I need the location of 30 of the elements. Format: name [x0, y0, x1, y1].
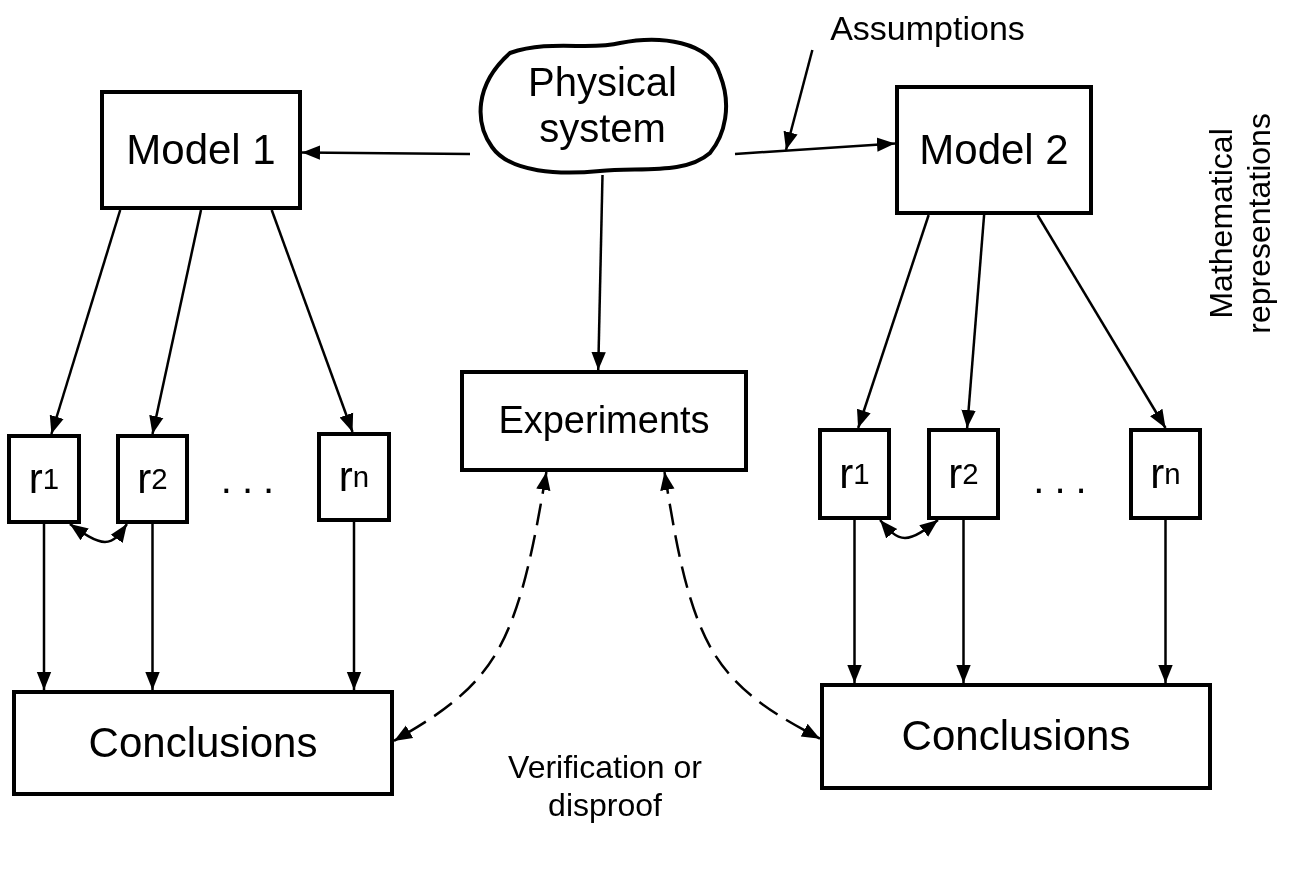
- arrow: [734, 137, 896, 156]
- arrow: [1036, 214, 1167, 429]
- dashed-arrow: [660, 471, 821, 740]
- side-label: Mathematical representations: [1201, 112, 1278, 336]
- dashed-arrow: [393, 471, 551, 742]
- arrow: [879, 519, 939, 540]
- arrow: [302, 145, 470, 160]
- arrow: [961, 214, 986, 429]
- arrow: [591, 174, 606, 371]
- arrow: [956, 520, 971, 683]
- arrow: [270, 209, 354, 433]
- process-box: Model 1: [100, 90, 302, 210]
- arrow: [49, 209, 122, 435]
- arrow: [36, 524, 52, 690]
- arrow: [1158, 520, 1173, 683]
- process-box: Model 2: [895, 85, 1093, 215]
- process-box: Conclusions: [12, 690, 394, 796]
- arrow: [69, 522, 128, 544]
- arrow: [847, 520, 862, 683]
- leader-arrow: [783, 49, 814, 151]
- process-box: Experiments: [460, 370, 748, 472]
- arrow: [149, 209, 203, 435]
- process-box: Conclusions: [820, 683, 1212, 790]
- arrow: [856, 214, 930, 429]
- annotation-text: Assumptions: [805, 8, 1050, 50]
- arrow: [346, 522, 362, 690]
- arrow: [145, 524, 160, 690]
- ellipsis: ...: [219, 456, 286, 503]
- ellipsis: ...: [1032, 456, 1098, 503]
- annotation-text: Verification or disproof: [507, 748, 703, 825]
